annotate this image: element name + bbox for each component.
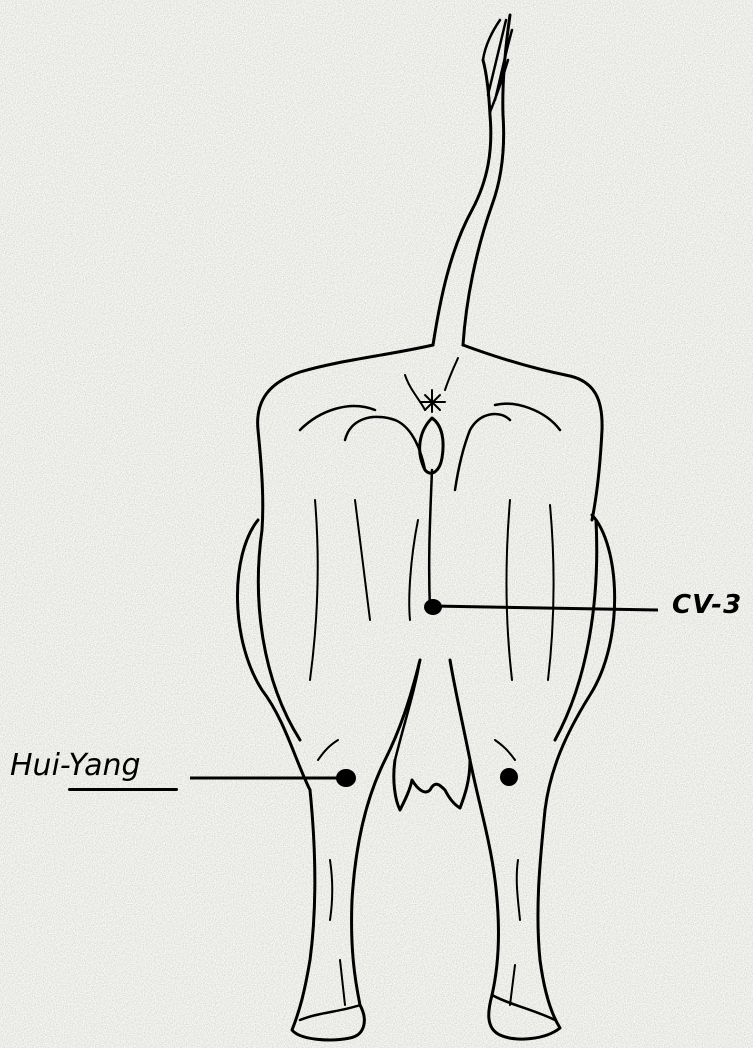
cv3-label: CV-3 — [672, 590, 742, 620]
hui-yang-underline — [68, 788, 178, 791]
cv3-point — [424, 599, 442, 615]
hui-yang-label: Hui-Yang — [10, 748, 141, 783]
hui-yang-point-right — [500, 768, 518, 786]
hui-yang-label-text: Hui-Yang — [10, 748, 141, 783]
hui-yang-point-left — [336, 769, 356, 787]
